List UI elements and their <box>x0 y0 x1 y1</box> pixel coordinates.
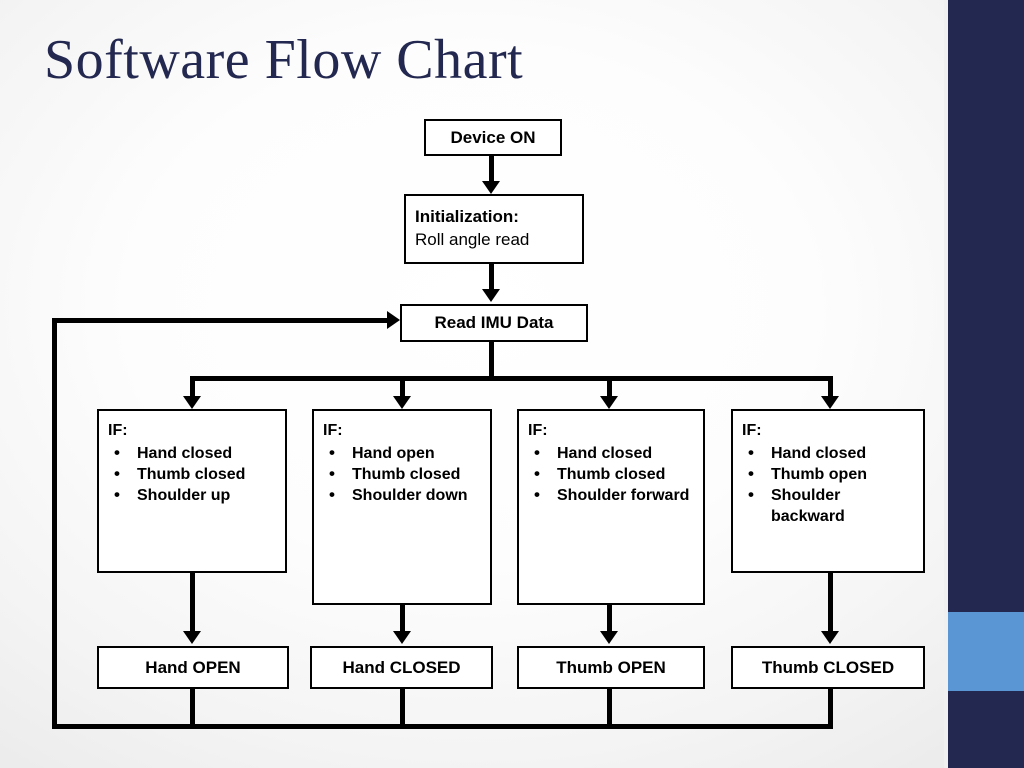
page-title: Software Flow Chart <box>44 29 524 91</box>
connector-if-2-to-output-2 <box>400 605 405 633</box>
node-initialization-line1: Initialization: <box>415 207 519 227</box>
node-output-2-label: Hand CLOSED <box>342 657 461 677</box>
node-output-2[interactable]: Hand CLOSED <box>310 646 493 689</box>
node-condition-3[interactable]: IF: Hand closed Thumb closed Shoulder fo… <box>517 409 705 605</box>
connector-output-2-to-return-bus <box>400 689 405 729</box>
node-output-3[interactable]: Thumb OPEN <box>517 646 705 689</box>
node-condition-4-header: IF: <box>742 422 762 439</box>
node-condition-1-bullets: Hand closed Thumb closed Shoulder up <box>108 442 279 507</box>
list-item: Hand closed <box>528 442 697 465</box>
arrowhead-if-4-to-output-4 <box>821 631 839 644</box>
node-output-3-label: Thumb OPEN <box>556 657 666 677</box>
connector-if-3-to-output-3 <box>607 605 612 633</box>
node-read-imu-data[interactable]: Read IMU Data <box>400 304 588 342</box>
arrowhead-bus-to-if-1 <box>183 396 201 409</box>
arrowhead-bus-to-if-3 <box>600 396 618 409</box>
sidebar-accent-band <box>948 612 1024 691</box>
list-item: Thumb closed <box>323 463 484 486</box>
node-device-on-label: Device ON <box>450 127 536 147</box>
arrowhead-if-3-to-output-3 <box>600 631 618 644</box>
connector-bus-to-if-1 <box>190 376 195 400</box>
node-output-1[interactable]: Hand OPEN <box>97 646 289 689</box>
list-item: Shoulder backward <box>742 484 917 527</box>
node-condition-2-header: IF: <box>323 422 343 439</box>
arrowhead-bus-to-if-2 <box>393 396 411 409</box>
connector-read-to-bus <box>489 342 494 380</box>
connector-if-4-to-output-4 <box>828 573 833 633</box>
feedback-loop-into-read <box>52 318 392 323</box>
node-initialization-line2: Roll angle read <box>415 230 530 249</box>
node-initialization[interactable]: Initialization: Roll angle read <box>404 194 584 264</box>
node-condition-2-bullets: Hand open Thumb closed Shoulder down <box>323 442 484 507</box>
arrowhead-feedback-into-read <box>387 311 400 329</box>
list-item: Hand closed <box>108 442 279 465</box>
feedback-loop-riser <box>52 318 57 729</box>
node-condition-3-header: IF: <box>528 422 548 439</box>
connector-output-3-to-return-bus <box>607 689 612 729</box>
return-bus <box>52 724 833 729</box>
connector-bus-to-if-3 <box>607 376 612 400</box>
connector-output-4-to-return-bus <box>828 689 833 729</box>
connector-start-to-init <box>489 156 494 185</box>
node-device-on[interactable]: Device ON <box>424 119 562 156</box>
arrowhead-start-to-init <box>482 181 500 194</box>
connector-bus-to-if-2 <box>400 376 405 400</box>
node-output-4-label: Thumb CLOSED <box>761 657 895 677</box>
list-item: Hand open <box>323 442 484 465</box>
list-item: Shoulder down <box>323 484 484 507</box>
list-item: Shoulder up <box>108 484 279 507</box>
arrowhead-if-1-to-output-1 <box>183 631 201 644</box>
arrowhead-if-2-to-output-2 <box>393 631 411 644</box>
connector-init-to-read <box>489 264 494 293</box>
connector-bus-to-if-4 <box>828 376 833 400</box>
sidebar-gutter <box>944 0 948 768</box>
node-condition-4-bullets: Hand closed Thumb open Shoulder backward <box>742 442 917 527</box>
node-read-imu-data-label: Read IMU Data <box>434 313 554 332</box>
node-output-1-label: Hand OPEN <box>145 657 241 677</box>
node-output-4[interactable]: Thumb CLOSED <box>731 646 925 689</box>
list-item: Hand closed <box>742 442 917 465</box>
connector-if-1-to-output-1 <box>190 573 195 633</box>
distribution-bus <box>190 376 833 381</box>
node-condition-1-header: IF: <box>108 422 128 439</box>
list-item: Shoulder forward <box>528 484 697 507</box>
list-item: Thumb closed <box>528 463 697 486</box>
node-condition-4[interactable]: IF: Hand closed Thumb open Shoulder back… <box>731 409 925 573</box>
arrowhead-init-to-read <box>482 289 500 302</box>
list-item: Thumb open <box>742 463 917 486</box>
list-item: Thumb closed <box>108 463 279 486</box>
node-condition-1[interactable]: IF: Hand closed Thumb closed Shoulder up <box>97 409 287 573</box>
arrowhead-bus-to-if-4 <box>821 396 839 409</box>
node-condition-2[interactable]: IF: Hand open Thumb closed Shoulder down <box>312 409 492 605</box>
connector-output-1-to-return-bus <box>190 689 195 729</box>
node-condition-3-bullets: Hand closed Thumb closed Shoulder forwar… <box>528 442 697 507</box>
